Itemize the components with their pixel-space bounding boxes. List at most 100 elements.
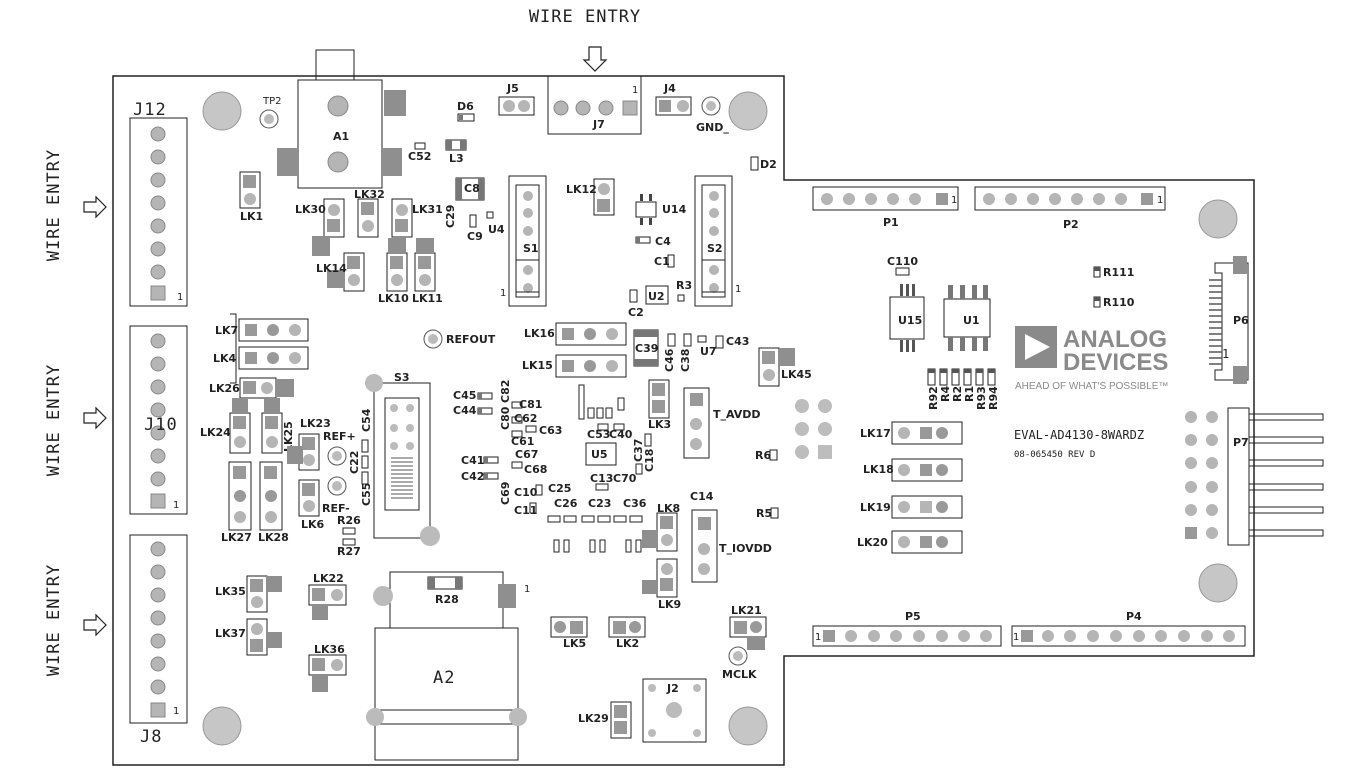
svg-text:J12: J12 xyxy=(133,100,167,120)
svg-text:1: 1 xyxy=(500,288,506,299)
svg-text:C67: C67 xyxy=(515,448,538,461)
ic-u1: U1 xyxy=(943,285,991,351)
terminal-block-j10: J10 1 xyxy=(129,325,188,515)
jumper-lk29: LK29 xyxy=(578,701,632,739)
svg-text:C22: C22 xyxy=(348,451,361,474)
svg-text:D6: D6 xyxy=(457,100,474,113)
module-a2: R28 1 A2 xyxy=(366,571,530,761)
resistors-r110-r111: R111 R110 xyxy=(1093,266,1135,309)
jumper-lk15: LK15 xyxy=(522,354,627,378)
svg-text:J8: J8 xyxy=(140,727,162,747)
svg-text:GND_: GND_ xyxy=(696,121,729,134)
svg-text:TP2: TP2 xyxy=(262,96,282,107)
wire-entry-label-1: WIRE ENTRY xyxy=(44,149,64,261)
svg-text:C38: C38 xyxy=(679,349,692,372)
header-p2: P2 1 xyxy=(974,186,1166,231)
svg-text:P7: P7 xyxy=(1233,436,1249,449)
right-arrow-icon xyxy=(83,195,107,219)
svg-text:R110: R110 xyxy=(1103,296,1135,309)
svg-text:C110: C110 xyxy=(887,255,918,268)
terminal-block-j12: J12 1 xyxy=(129,100,188,307)
svg-text:C26: C26 xyxy=(554,497,578,510)
svg-text:LK18: LK18 xyxy=(863,463,894,476)
svg-text:C61: C61 xyxy=(511,435,534,448)
svg-text:C9: C9 xyxy=(467,230,483,243)
down-arrow-icon xyxy=(582,46,608,72)
svg-text:LK5: LK5 xyxy=(563,637,586,650)
switch-s2: S2 1 xyxy=(694,175,741,307)
svg-text:LK23: LK23 xyxy=(300,417,331,430)
svg-text:C36: C36 xyxy=(623,497,647,510)
svg-text:1: 1 xyxy=(173,500,179,511)
svg-text:C13: C13 xyxy=(590,472,613,485)
svg-text:AHEAD OF WHAT'S POSSIBLE™: AHEAD OF WHAT'S POSSIBLE™ xyxy=(1015,381,1168,392)
jumper-lk10: LK10 xyxy=(378,238,409,305)
test-point-refout: REFOUT xyxy=(423,329,496,349)
jumper-lk12: LK12 xyxy=(566,178,615,216)
svg-text:C46: C46 xyxy=(663,348,676,372)
svg-text:T_IOVDD: T_IOVDD xyxy=(719,542,772,555)
jumper-lk18: LK18 xyxy=(863,458,963,482)
svg-text:LK10: LK10 xyxy=(378,292,409,305)
jumper-lk30: LK30 xyxy=(295,198,345,256)
pad-grid xyxy=(795,399,832,459)
svg-text:C29: C29 xyxy=(444,205,457,228)
svg-text:LK17: LK17 xyxy=(860,427,891,440)
svg-text:LK2: LK2 xyxy=(616,637,639,650)
switch-s3: S3 xyxy=(365,371,440,546)
jumper-lk20: LK20 xyxy=(857,530,963,554)
svg-text:C8: C8 xyxy=(464,182,480,195)
svg-text:R26: R26 xyxy=(337,514,361,527)
svg-text:P5: P5 xyxy=(905,610,921,623)
board-revision: 08-065450 REV D xyxy=(1014,450,1095,460)
test-point-mclk: MCLK xyxy=(722,646,757,681)
board-name: EVAL-AD4130-8WARDZ xyxy=(1014,428,1144,442)
svg-text:DEVICES: DEVICES xyxy=(1063,349,1168,376)
jumper-lk28: LK28 xyxy=(258,461,289,544)
svg-text:C53: C53 xyxy=(587,428,610,441)
svg-text:LK27: LK27 xyxy=(221,531,252,544)
jumper-lk1: LK1 xyxy=(239,171,263,223)
svg-text:R27: R27 xyxy=(337,545,361,558)
jumper-lk6: LK6 xyxy=(298,479,325,531)
jumper-lk27: LK27 xyxy=(221,461,252,544)
board-outline xyxy=(112,75,1255,766)
resistor-array: R92 R4 R2 R1 R93 R94 xyxy=(927,368,1000,410)
svg-text:LK3: LK3 xyxy=(648,418,671,431)
svg-text:P6: P6 xyxy=(1233,314,1249,327)
header-p1: P1 1 xyxy=(812,186,959,229)
svg-text:C62: C62 xyxy=(514,412,537,425)
jumper-lk45: LK45 xyxy=(758,347,812,387)
brand-logo: ANALOG DEVICES AHEAD OF WHAT'S POSSIBLE™ xyxy=(1015,326,1168,392)
svg-text:LK9: LK9 xyxy=(658,598,681,611)
test-point-gnd: GND_ xyxy=(696,96,729,134)
jumper-lk16: LK16 xyxy=(524,322,627,346)
jumper-lk17: LK17 xyxy=(860,421,963,445)
resistors-r5-r6: R6 R5 xyxy=(755,449,779,520)
terminal-block-j8: J8 1 xyxy=(129,534,188,747)
svg-text:C25: C25 xyxy=(548,482,571,495)
jumper-lk22: LK22 xyxy=(308,572,347,620)
svg-text:LK22: LK22 xyxy=(313,572,344,585)
svg-text:LK20: LK20 xyxy=(857,536,888,549)
svg-text:REFOUT: REFOUT xyxy=(446,333,496,346)
svg-text:LK12: LK12 xyxy=(566,183,597,196)
svg-text:R5: R5 xyxy=(756,507,772,520)
svg-text:1: 1 xyxy=(951,195,957,206)
svg-text:R2: R2 xyxy=(951,386,964,402)
svg-text:C44: C44 xyxy=(453,404,477,417)
svg-text:C23: C23 xyxy=(588,497,611,510)
svg-text:LK29: LK29 xyxy=(578,712,609,725)
jumper-j4: J4 xyxy=(655,82,692,116)
svg-text:C14: C14 xyxy=(690,490,714,503)
svg-text:R1: R1 xyxy=(963,386,976,402)
jumper-lk21: LK21 xyxy=(729,604,767,650)
module-a1: A1 xyxy=(277,49,406,189)
mounting-holes xyxy=(202,91,1238,746)
svg-text:C4: C4 xyxy=(655,235,671,248)
svg-text:LK19: LK19 xyxy=(860,501,891,514)
svg-text:1: 1 xyxy=(1013,632,1019,643)
jumper-lk31: LK31 xyxy=(391,198,443,238)
svg-text:P2: P2 xyxy=(1063,218,1079,231)
header-p4: P4 1 xyxy=(1011,610,1246,647)
